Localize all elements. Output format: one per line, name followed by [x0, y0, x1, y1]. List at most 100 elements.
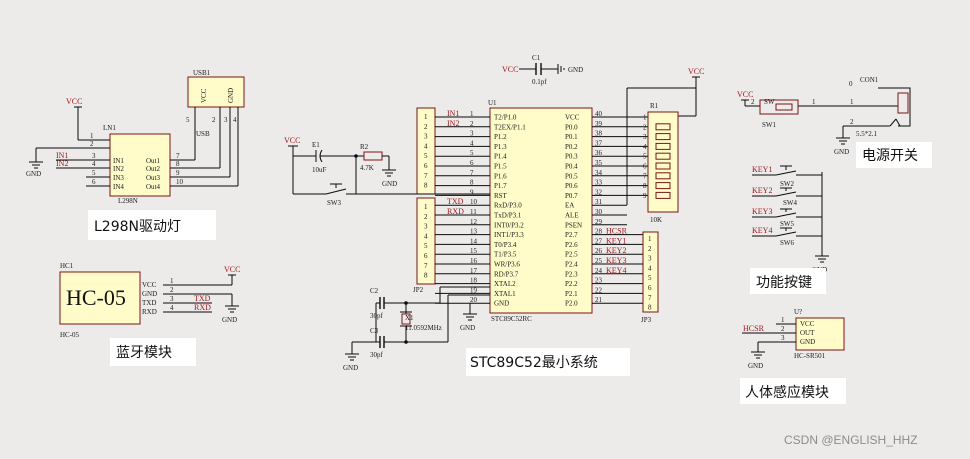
r1-pin-number: 2 [643, 123, 647, 131]
mcu-pin-name: ALE [565, 212, 579, 220]
jp2-header [416, 197, 436, 285]
mcu-body [489, 107, 593, 314]
r1-pin-number: 8 [643, 182, 647, 190]
jp3-header [642, 231, 659, 313]
mcu-pin-name: P0.2 [565, 143, 578, 151]
mcu-pin-name: P0.4 [565, 163, 578, 171]
l298n-name: L298N [118, 197, 138, 205]
mcu-net-label: IN2 [447, 119, 459, 128]
l298n-pin-1: 1 [90, 132, 94, 140]
con-value: 5.5*2.1 [856, 130, 878, 138]
hc05-pin-name-2: GND [142, 290, 157, 298]
r1-value: 10K [650, 216, 662, 224]
pir-body [795, 317, 845, 351]
mcu-pin-name: P1.4 [494, 153, 507, 161]
l298n-ref: LN1 [103, 124, 116, 132]
pir-title: 人体感应模块 [745, 384, 829, 401]
pir-pin-name-3: GND [800, 338, 815, 346]
l298n-pin-name-4: IN2 [113, 165, 124, 173]
mcu-pin-number: 1 [470, 110, 474, 118]
jp3-ref: JP3 [641, 316, 652, 324]
mcu-pin-number: 5 [470, 149, 474, 157]
r1-pin-number: 9 [643, 192, 647, 200]
hc05-body [59, 271, 141, 325]
l298n-pin-name-5: IN3 [113, 174, 124, 182]
mcu-pin-name: P2.2 [565, 280, 578, 288]
mcu-net-label: KEY3 [606, 256, 626, 265]
mcu-pin-name: P1.7 [494, 182, 507, 190]
mcu-pin-number: 8 [470, 179, 474, 187]
r1-ref: R1 [650, 102, 659, 110]
jp1-pin-number: 2 [424, 123, 428, 131]
l298n-pin-2: 2 [90, 140, 94, 148]
mcu-pin-number: 13 [470, 228, 478, 236]
net-in1-l298n: IN1 [56, 151, 68, 160]
r1-pin-number: 1 [643, 114, 647, 122]
mcu-pin-number: 29 [595, 218, 603, 226]
usb-pin-vcc: VCC [200, 88, 208, 103]
mcu-pin-name: P1.5 [494, 163, 507, 171]
l298n-pin-name-8: Out2 [146, 165, 161, 173]
x1-crystal [401, 313, 411, 325]
sw2-label: SW2 [780, 180, 795, 188]
usb-ref: USB1 [193, 69, 211, 77]
mcu-pin-name: EA [565, 202, 574, 210]
jp1-pin-number: 7 [424, 172, 428, 180]
r1-pin-number: 3 [643, 133, 647, 141]
mcu-pin-number: 10 [470, 198, 478, 206]
l298n-pin-6: 6 [92, 178, 96, 186]
net-hcsr-pir: HCSR [743, 324, 765, 333]
mcu-pin-name: INT0/P3.2 [494, 221, 524, 229]
mcu-pin-number: 14 [470, 237, 478, 245]
mcu-pin-name: PSEN [565, 221, 582, 229]
l298n-pin-3: 3 [92, 152, 96, 160]
sw1-slider [775, 103, 793, 111]
jp3-pin-number: 8 [648, 304, 652, 312]
l298n-pin-name-6: IN4 [113, 183, 124, 191]
keys-title: 功能按键 [756, 275, 812, 291]
r1-element [655, 123, 671, 131]
mcu-pin-name: GND [494, 300, 509, 308]
r1-element [655, 152, 671, 160]
mcu-pin-name: T2/P1.0 [494, 114, 517, 122]
r1-element [655, 162, 671, 170]
jp1-pin-number: 6 [424, 162, 428, 170]
mcu-pin-number: 20 [470, 296, 478, 304]
usb-pin-4: 4 [233, 116, 237, 124]
mcu-pin-number: 19 [470, 286, 478, 294]
mcu-pin-name: T0/P3.4 [494, 241, 517, 249]
jp2-pin-number: 1 [424, 203, 428, 211]
mcu-pin-number: 23 [595, 277, 603, 285]
jp3-pin-number: 3 [648, 255, 652, 263]
mcu-pin-number: 17 [470, 267, 478, 275]
sw3-label: SW3 [327, 199, 342, 207]
jp3-pin-number: 2 [648, 245, 652, 253]
sw5-label: SW5 [780, 220, 795, 228]
r1-element [655, 133, 671, 141]
mcu-pin-name: P2.4 [565, 261, 578, 269]
r1-pin-number: 5 [643, 153, 647, 161]
mcu-pin-number: 30 [595, 208, 603, 216]
l298n-pin-4: 4 [92, 160, 96, 168]
vcc-label-reset: VCC [284, 136, 300, 145]
hc05-pin-name-3: TXD [142, 299, 156, 307]
gnd-label-l298n: GND [26, 170, 41, 178]
l298n-pin-name-10: Out4 [146, 183, 161, 191]
jp1-pin-number: 5 [424, 152, 428, 160]
usb-name: USB [196, 130, 210, 138]
mcu-net-label: KEY1 [606, 236, 626, 245]
pir-section: U? VCC OUT GND HC-SR501 1 HCSR 2 3 GND 人… [740, 308, 846, 404]
con-pin-0: 0 [849, 80, 853, 88]
mcu-pin-name: XTAL1 [494, 290, 516, 298]
pir-pin-1: 1 [781, 316, 785, 324]
mcu-pin-name: P0.3 [565, 153, 578, 161]
net-key2: KEY2 [752, 186, 772, 195]
pir-pin-name-1: VCC [800, 320, 815, 328]
l298n-section: VCC 1 + 2 - GND LN1 L298N IN1 3 IN1 IN2 … [26, 69, 245, 240]
pir-pin-2: 2 [781, 325, 785, 333]
c3-ref: C3 [370, 327, 379, 335]
sw1-pin-b: 1 [812, 98, 816, 106]
vcc-label-c1: VCC [502, 65, 518, 74]
